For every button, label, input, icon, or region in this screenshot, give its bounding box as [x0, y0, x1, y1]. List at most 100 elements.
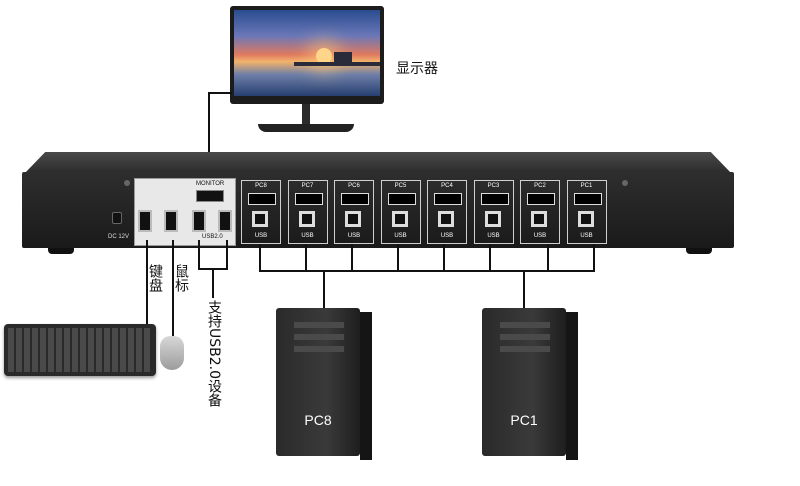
displayport-icon	[480, 193, 509, 205]
usb-ports-label: USB2.0	[202, 234, 223, 240]
pc-usb-label: USB	[533, 233, 547, 239]
usb-b-port-icon	[298, 211, 315, 227]
screw-icon	[622, 180, 628, 186]
usb-b-port-icon	[577, 211, 594, 227]
usb-b-port-inner	[255, 214, 265, 224]
usb-support-label: 支持USB2.0设备	[206, 300, 222, 408]
displayport-icon	[248, 193, 276, 205]
usb-b-port-inner	[394, 214, 405, 224]
pier-house-shape	[334, 52, 352, 62]
displayport-icon	[341, 193, 369, 205]
pc-tower-icon: PC1	[482, 308, 566, 456]
pc-port-label: PC1	[580, 183, 593, 189]
pc-usb-label: USB	[301, 233, 314, 239]
drive-bay	[500, 322, 550, 328]
usb-port	[218, 210, 232, 232]
usb-port-keyboard	[138, 210, 152, 232]
mouse-label: 鼠标	[173, 264, 189, 292]
pc-port-label: PC6	[348, 183, 360, 189]
monitor-port	[196, 190, 224, 202]
pc-tower-icon: PC8	[276, 308, 360, 456]
pc-usb-label: USB	[254, 233, 268, 239]
pc-cable-bus	[259, 270, 595, 272]
keyboard-keys	[8, 328, 152, 372]
usb-b-port-inner	[348, 214, 358, 224]
pc-cable	[443, 244, 445, 272]
usb-b-port-icon	[531, 211, 547, 227]
monitor-cable	[208, 92, 232, 94]
kvm-chassis-top	[24, 152, 732, 174]
pc-cable	[351, 244, 353, 272]
usb-b-port-inner	[534, 214, 544, 224]
pc-port-label: PC2	[534, 183, 546, 189]
pc-cable	[259, 244, 261, 272]
displayport-icon	[387, 193, 416, 205]
usb-cable	[198, 240, 200, 270]
usb-b-port-icon	[252, 211, 268, 227]
pc-port-label: PC8	[255, 183, 267, 189]
usb-port	[192, 210, 206, 232]
drive-bay	[294, 334, 344, 340]
usb-cable	[212, 268, 214, 298]
pc1-label: PC1	[510, 412, 538, 428]
usb-b-port-inner	[580, 214, 591, 224]
displayport-icon	[527, 193, 555, 205]
usb-b-port-inner	[301, 214, 312, 224]
drive-bay	[294, 346, 344, 352]
pc-usb-label: USB	[347, 233, 361, 239]
monitor-icon	[230, 6, 384, 104]
pier-shape	[294, 62, 380, 66]
dc-jack	[112, 212, 122, 224]
pc-cable	[305, 244, 307, 272]
keyboard-label: 键盘	[147, 264, 163, 292]
drive-bay	[500, 334, 550, 340]
pc-cable	[547, 244, 549, 272]
mouse-icon	[160, 336, 184, 370]
pc-port-label: PC5	[394, 183, 407, 189]
pc8-cable	[323, 270, 325, 312]
pc-usb-label: USB	[487, 233, 500, 239]
usb-b-port-icon	[438, 211, 454, 227]
screw-icon	[124, 180, 130, 186]
monitor-cable	[208, 92, 210, 156]
pc-usb-label: USB	[440, 233, 454, 239]
pc-cable	[489, 244, 491, 272]
mouse-cable	[172, 240, 174, 336]
drive-bay	[294, 322, 344, 328]
monitor-screen	[234, 10, 380, 96]
displayport-icon	[573, 193, 602, 205]
usb-b-port-icon	[391, 211, 408, 227]
keyboard-icon	[4, 324, 156, 376]
usb-b-port-inner	[487, 214, 498, 224]
sun-shape	[316, 48, 332, 64]
monitor-stand-foot	[258, 124, 354, 132]
pc-port-label: PC3	[487, 183, 500, 189]
pc1-cable	[523, 270, 525, 312]
chassis-foot	[686, 248, 712, 254]
usb-b-port-inner	[441, 214, 451, 224]
pc-usb-label: USB	[394, 233, 407, 239]
pc-cable	[397, 244, 399, 272]
dc-label: DC 12V	[108, 234, 130, 240]
displayport-icon	[294, 193, 323, 205]
usb-b-port-icon	[345, 211, 361, 227]
pc-tower-side	[360, 312, 372, 460]
usb-port-mouse	[164, 210, 178, 232]
pc8-label: PC8	[304, 412, 332, 428]
chassis-foot	[48, 248, 74, 254]
pc-tower-side	[566, 312, 578, 460]
pc-port-label: PC4	[441, 183, 453, 189]
drive-bay	[500, 346, 550, 352]
displayport-icon	[434, 193, 462, 205]
usb-b-port-icon	[484, 211, 501, 227]
pc-port-label: PC7	[301, 183, 314, 189]
monitor-stand-neck	[302, 104, 310, 124]
